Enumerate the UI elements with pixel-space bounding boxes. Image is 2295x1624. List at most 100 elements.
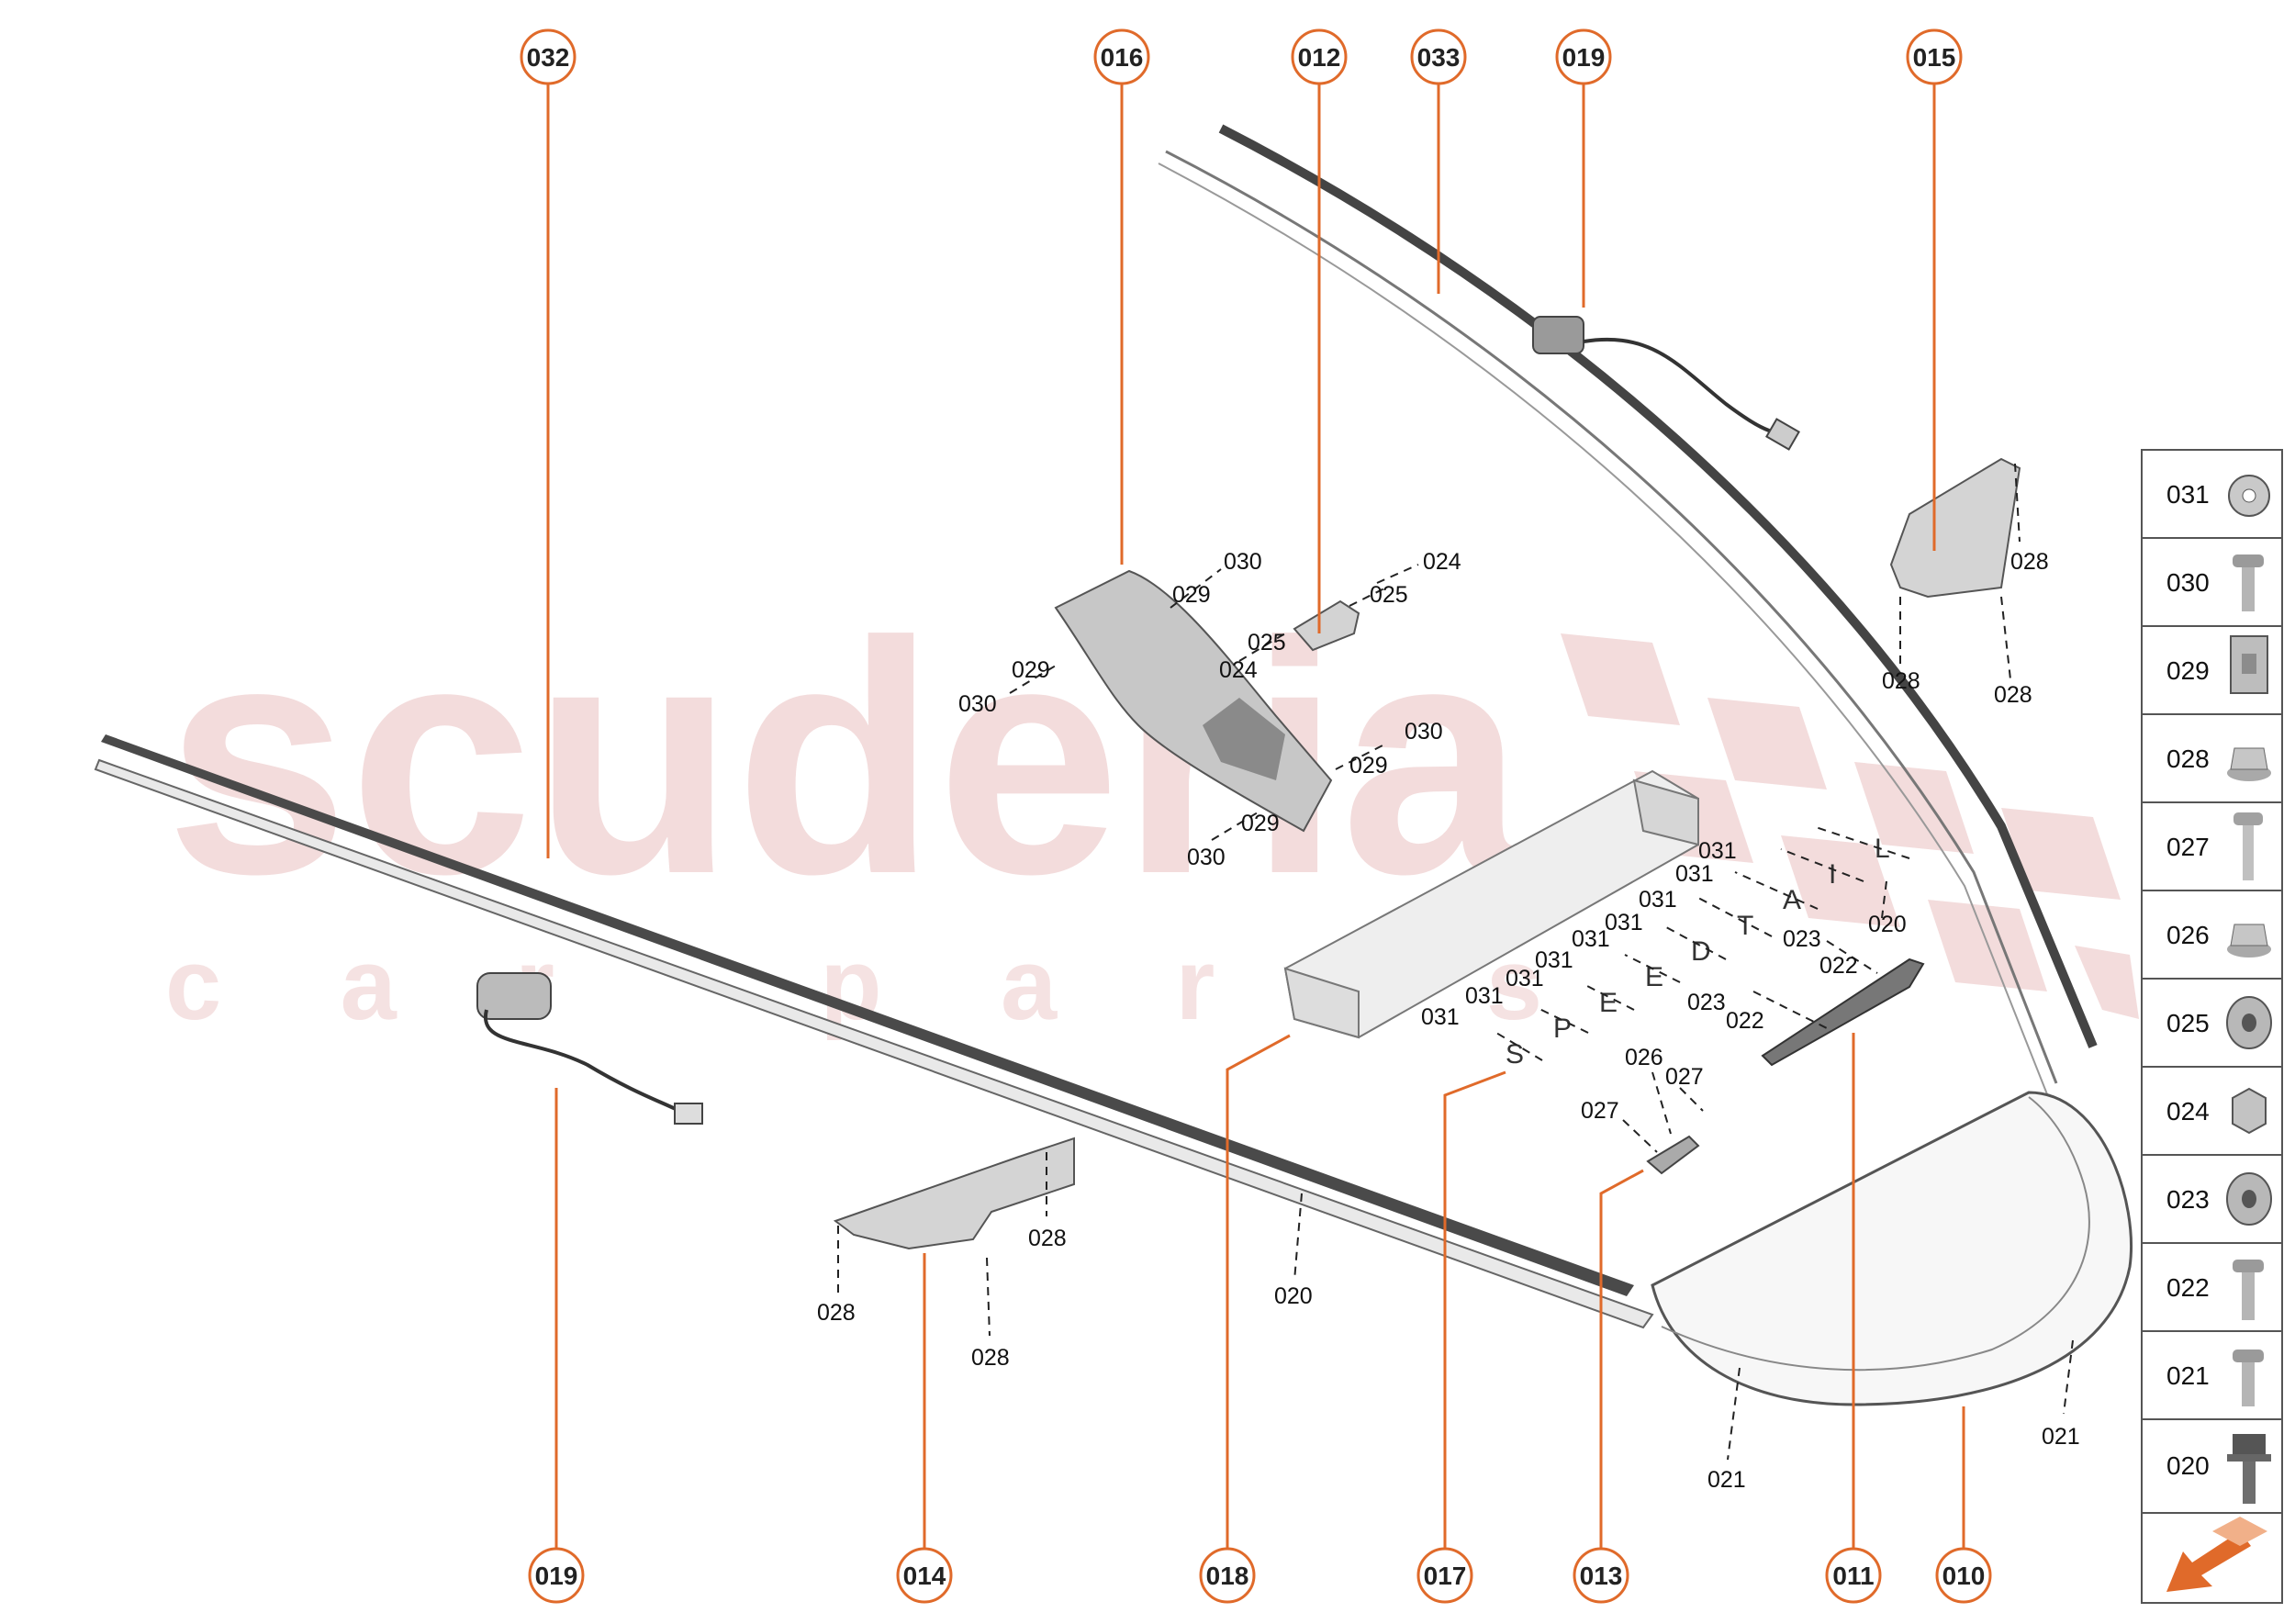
ref-label: 025 [1370, 582, 1408, 608]
table-row: 021 [2166, 1350, 2264, 1406]
ref-label: 028 [1882, 668, 1920, 694]
pan-head-screw-icon [2233, 1260, 2264, 1320]
callouts-top: 032 016 012 033 019 015 [520, 28, 1963, 85]
table-row: 026 [2166, 921, 2271, 958]
table-row: 030 [2166, 554, 2264, 611]
callout-014[interactable]: 014 [896, 1547, 953, 1604]
flat-washer-icon [2226, 1172, 2272, 1226]
long-screw-icon [2233, 812, 2263, 880]
callout-015[interactable]: 015 [1906, 28, 1963, 85]
svg-text:032: 032 [527, 43, 570, 72]
ref-label: 030 [1405, 719, 1443, 745]
letter-s: S [1506, 1039, 1524, 1070]
table-row: 020 [2166, 1434, 2271, 1504]
table-row: 024 [2166, 1087, 2267, 1135]
bracket-016 [1054, 569, 1333, 833]
svg-text:010: 010 [1942, 1562, 1986, 1590]
ref-label: 021 [1707, 1467, 1746, 1493]
pan-head-screw-icon [2233, 1350, 2264, 1406]
speedtail-badge-bar-018 [1283, 769, 1699, 1039]
callout-018[interactable]: 018 [1199, 1547, 1256, 1604]
flange-nut-icon [2227, 924, 2271, 958]
callout-013[interactable]: 013 [1573, 1547, 1629, 1604]
ref-label: 028 [971, 1345, 1010, 1371]
table-code: 021 [2166, 1361, 2210, 1390]
callout-017[interactable]: 017 [1416, 1547, 1473, 1604]
ref-label: 023 [1687, 990, 1726, 1015]
fastener-table: 031 030 029 028 [2141, 449, 2283, 1604]
ref-label: 022 [1819, 953, 1858, 979]
table-row: 028 [2166, 745, 2271, 781]
ref-label: 031 [1639, 887, 1677, 913]
callout-033[interactable]: 033 [1410, 28, 1467, 85]
ref-label: 025 [1248, 630, 1286, 655]
flat-washer-icon [2226, 996, 2272, 1049]
flange-nut-icon [2227, 747, 2271, 781]
ref-label: 028 [2010, 549, 2049, 575]
table-code: 020 [2166, 1451, 2210, 1480]
door-sill-trim-032 [94, 734, 1654, 1329]
ref-label: 020 [1274, 1283, 1313, 1309]
svg-text:014: 014 [903, 1562, 946, 1590]
callout-010[interactable]: 010 [1935, 1547, 1992, 1604]
leader-lines [546, 83, 1965, 1551]
svg-text:011: 011 [1832, 1562, 1874, 1590]
ref-label: 031 [1421, 1004, 1460, 1030]
table-row: 023 [2166, 1172, 2272, 1226]
svg-text:019: 019 [535, 1562, 578, 1590]
callout-032[interactable]: 032 [520, 28, 577, 85]
table-row: 025 [2166, 996, 2272, 1049]
ref-label: 027 [1665, 1064, 1704, 1090]
table-row: 029 [2166, 635, 2268, 694]
callout-019-top[interactable]: 019 [1555, 28, 1612, 85]
speedtail-letters: S P E E D T A I L [1506, 834, 1890, 1070]
letter-a: A [1783, 885, 1801, 915]
table-code: 031 [2166, 480, 2210, 509]
sensor-019-top [1532, 316, 1800, 451]
callout-011[interactable]: 011 [1825, 1547, 1882, 1604]
ref-label: 029 [1241, 811, 1280, 836]
ref-label: 030 [1187, 845, 1226, 870]
letter-e2: E [1645, 962, 1663, 992]
table-code: 024 [2166, 1097, 2210, 1126]
star-washer-icon [2228, 475, 2270, 517]
direction-arrow-icon [2166, 1517, 2267, 1592]
callout-012[interactable]: 012 [1291, 28, 1348, 85]
table-code: 027 [2166, 833, 2210, 861]
ref-label: 023 [1783, 926, 1821, 952]
ref-label: 030 [958, 691, 997, 717]
small-bracket-012 [1293, 599, 1360, 652]
ref-label: 031 [1605, 910, 1643, 935]
callout-019-bottom[interactable]: 019 [528, 1547, 585, 1604]
hex-nut-icon [2232, 1087, 2267, 1135]
table-code: 026 [2166, 921, 2210, 949]
svg-text:012: 012 [1298, 43, 1341, 72]
reference-leaders [837, 463, 2074, 1461]
ref-label: 029 [1012, 657, 1050, 683]
ref-label: 028 [1028, 1226, 1067, 1251]
svg-text:016: 016 [1101, 43, 1144, 72]
ref-label: 031 [1675, 861, 1714, 887]
ref-label: 027 [1581, 1098, 1619, 1124]
pan-head-screw-icon [2233, 554, 2264, 611]
ref-label: 024 [1219, 657, 1258, 683]
ref-label: 028 [817, 1300, 856, 1326]
table-row: 027 [2166, 812, 2263, 880]
ref-label: 021 [2042, 1424, 2080, 1450]
svg-text:018: 018 [1206, 1562, 1249, 1590]
svg-text:033: 033 [1417, 43, 1461, 72]
table-row: 031 [2166, 475, 2270, 517]
letter-e1: E [1599, 988, 1618, 1018]
letter-d: D [1691, 936, 1711, 967]
callout-016[interactable]: 016 [1093, 28, 1150, 85]
reference-labels: 030 029 024 025 025 029 030 024 030 029 … [817, 549, 2080, 1493]
table-row: 022 [2166, 1260, 2264, 1320]
letter-p: P [1553, 1014, 1572, 1044]
callouts-bottom: 019 014 018 017 013 011 010 [528, 1547, 1992, 1604]
letter-i: I [1829, 859, 1836, 890]
ref-label: 031 [1698, 838, 1737, 864]
table-code: 025 [2166, 1009, 2210, 1037]
ref-label: 031 [1535, 947, 1573, 973]
ref-label: 030 [1224, 549, 1262, 575]
ref-label: 024 [1423, 549, 1461, 575]
